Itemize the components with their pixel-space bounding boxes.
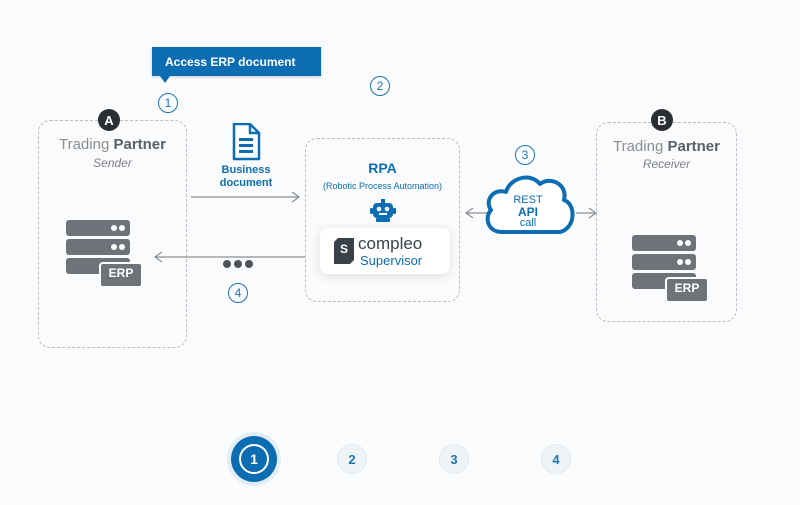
robot-icon: [370, 199, 396, 222]
progress-dot: [223, 260, 231, 268]
cloud-line-call: call: [519, 217, 537, 229]
progress-dot: [234, 260, 242, 268]
rpa-box: [305, 138, 460, 302]
cloud-icon: [485, 175, 575, 234]
sender-role: Sender: [93, 156, 132, 170]
compleo-supervisor: Supervisor: [360, 253, 423, 268]
rpa-subtitle: (Robotic Process Automation): [322, 181, 443, 191]
cloud-line-api: API: [517, 205, 538, 219]
sender-erp-label: ERP: [108, 266, 134, 280]
sender-title: Trading Partner: [38, 136, 187, 153]
step-label-1: 1: [239, 444, 269, 474]
step-button-2[interactable]: 2: [337, 444, 367, 474]
cloud-line-rest: REST: [513, 194, 543, 206]
business-document-line2: document: [219, 177, 273, 189]
receiver-title: Trading Partner: [596, 138, 737, 155]
sender-title-bold: Partner: [113, 136, 166, 153]
flow-number-1: 1: [158, 93, 178, 113]
business-document-label: Business document: [206, 164, 286, 190]
sender-badge: A: [98, 109, 120, 131]
document-icon: [232, 123, 261, 161]
step-button-4[interactable]: 4: [541, 444, 571, 474]
rpa-title: RPA: [368, 160, 397, 176]
compleo-logo-icon: [334, 238, 354, 264]
sender-title-regular: Trading: [58, 136, 114, 153]
tooltip-access-erp: Access ERP document: [152, 47, 321, 76]
business-document-line1: Business: [221, 164, 271, 176]
tooltip-label: Access ERP document: [165, 54, 296, 69]
compleo-logo-letter: S: [339, 242, 348, 256]
receiver-title-bold: Partner: [667, 138, 720, 155]
flow-number-4: 4: [228, 283, 248, 303]
receiver-badge: B: [651, 109, 673, 131]
step-button-1[interactable]: 1: [231, 436, 277, 482]
progress-dot: [245, 260, 253, 268]
receiver-role: Receiver: [642, 157, 691, 171]
flow-number-3: 3: [515, 145, 535, 165]
compleo-supervisor-logo: S compleo Supervisor: [320, 228, 450, 274]
step-button-3[interactable]: 3: [439, 444, 469, 474]
receiver-server-icon: [632, 235, 709, 303]
flow-number-2: 2: [370, 76, 390, 96]
compleo-name: compleo: [358, 234, 423, 253]
receiver-erp-label: ERP: [674, 281, 700, 295]
tooltip-tail: [160, 76, 170, 83]
sender-server-icon: [66, 220, 143, 288]
receiver-title-regular: Trading: [612, 138, 668, 155]
